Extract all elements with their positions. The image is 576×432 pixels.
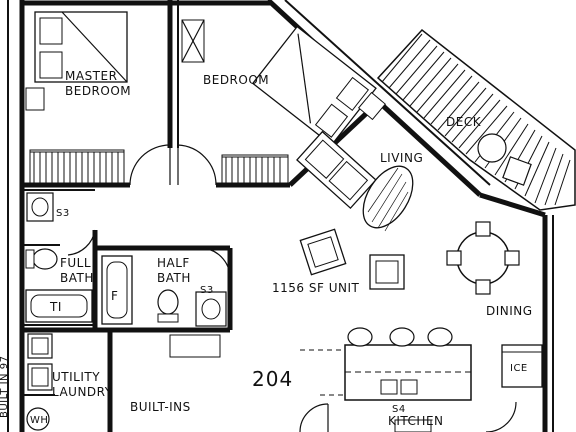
full-bath-s3-label: S3 [56, 208, 70, 219]
master-bedroom-label-1: MASTER [65, 69, 117, 83]
kitchen-sink [394, 419, 432, 432]
master-bed [25, 11, 205, 111]
tub-label: TI [49, 300, 62, 314]
living-label: LIVING [380, 151, 423, 165]
half-bath-fixtures [101, 255, 227, 358]
half-bath-s3-label: S3 [200, 285, 214, 296]
master-bedroom-label-2: BEDROOM [65, 84, 131, 98]
half-bath-label-2: BATH [157, 271, 191, 285]
bedroom-bed [251, 25, 377, 146]
bedroom-label: BEDROOM [203, 73, 269, 87]
utility-fixtures [26, 333, 53, 431]
half-bath-label-1: HALF [157, 256, 190, 270]
kitchen-label: KITCHEN [388, 414, 444, 428]
ice-label: ICE [510, 363, 528, 374]
full-bath-label-2: BATH [60, 271, 94, 285]
unit-area-label: 1156 SF UNIT [272, 281, 359, 295]
utility-label-2: LAUNDRY [52, 385, 113, 399]
nightstand [357, 91, 387, 121]
side-note: BUILT IN 97 [0, 356, 10, 418]
built-ins-label: BUILT-INS [130, 400, 191, 414]
full-bath-fixtures [25, 192, 93, 323]
dining-table [446, 221, 520, 295]
closets [29, 149, 289, 186]
walls [7, 0, 554, 432]
water-heater-label: WH [30, 415, 48, 426]
deck-hatch [376, 28, 576, 211]
kitchen-s4-label: S4 [392, 404, 406, 415]
kitchen-island [300, 327, 472, 401]
living-furniture [296, 130, 414, 290]
utility-label-1: UTILITY [52, 370, 100, 384]
room-labels: MASTER BEDROOM BEDROOM LIVING DECK FULL … [52, 69, 533, 428]
deck-label: DECK [446, 115, 482, 129]
dining-label: DINING [486, 304, 533, 318]
fridge-label: F [111, 289, 118, 303]
full-bath-label-1: FULL [60, 256, 91, 270]
unit-number: 204 [252, 367, 293, 391]
fixture-labels: S3 S3 S4 TI F ICE WH BUILT IN 97 [0, 208, 528, 426]
refrigerator [501, 344, 543, 388]
